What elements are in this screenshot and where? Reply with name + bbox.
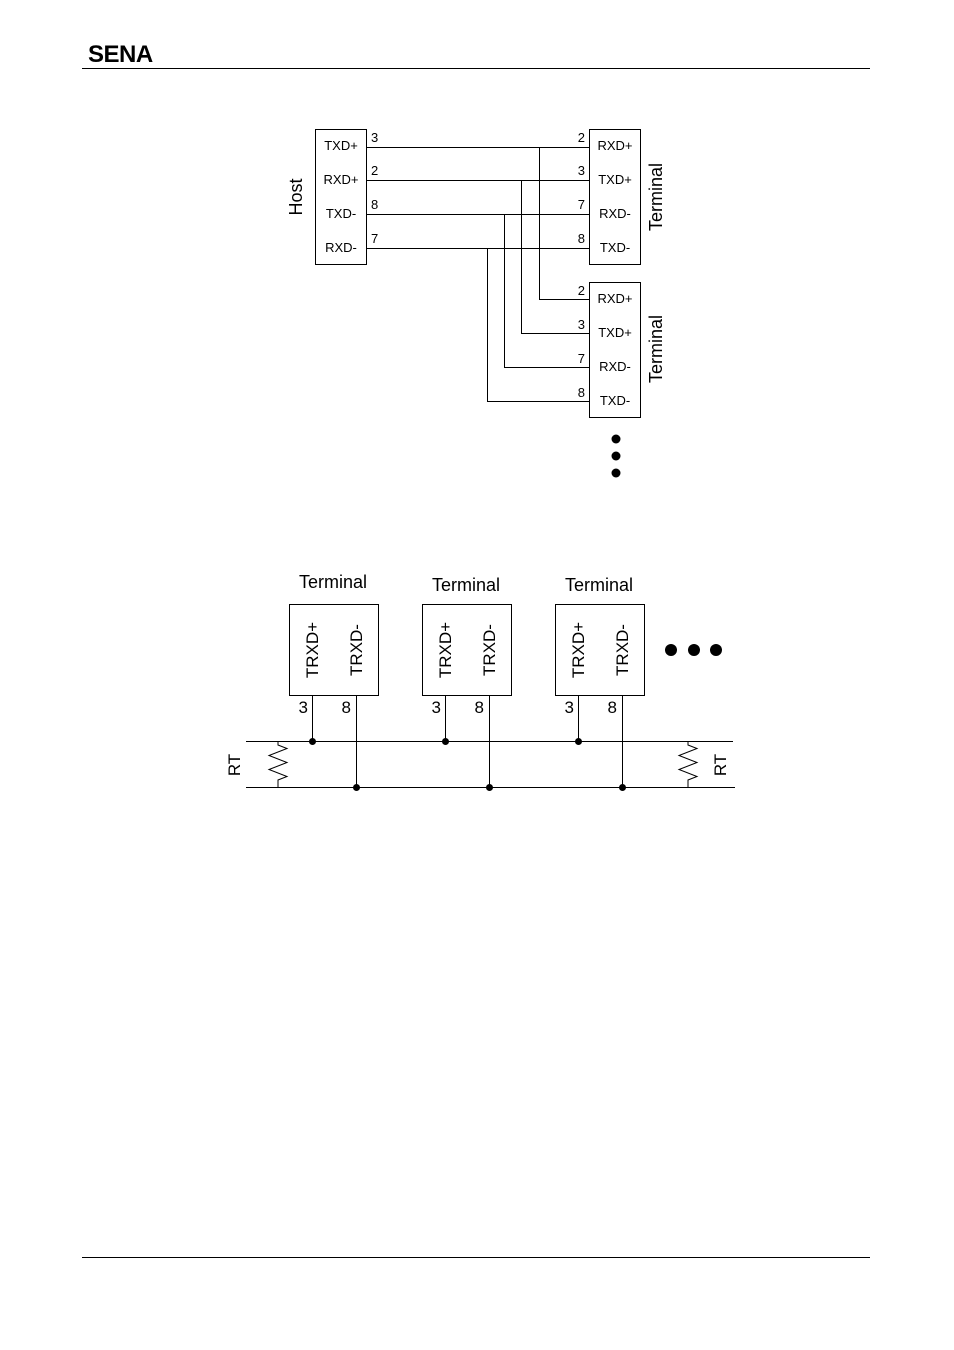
- bus-terminal-3-pin-1: 3: [565, 698, 574, 717]
- bus-terminal-1-signal-2: TRXD-: [347, 624, 366, 676]
- termination-resistor-left: [269, 741, 287, 787]
- bus-terminal-3-signal-2: TRXD-: [613, 624, 632, 676]
- bus-terminal-2-pin-1: 3: [432, 698, 441, 717]
- bus-terminal-1-pin-1: 3: [299, 698, 308, 717]
- bus-terminal-3-label: Terminal: [565, 575, 633, 595]
- bus-terminal-2-signal-2: TRXD-: [480, 624, 499, 676]
- termination-label-right: RT: [711, 754, 730, 776]
- bus-terminal-3-signal-1: TRXD+: [569, 622, 588, 678]
- termination-resistor-right: [679, 741, 697, 787]
- bus-terminal-3-pin-2: 8: [608, 698, 617, 717]
- termination-label-left: RT: [225, 754, 244, 776]
- bus-terminal-2-pin-2: 8: [475, 698, 484, 717]
- more-terminals-horizontal-dots: [665, 644, 722, 656]
- bus-terminal-2-label: Terminal: [432, 575, 500, 595]
- bus-terminal-1-label: Terminal: [299, 572, 367, 592]
- bus-terminal-1-signal-1: TRXD+: [303, 622, 322, 678]
- bus-terminal-2-signal-1: TRXD+: [436, 622, 455, 678]
- bus-terminal-1-pin-2: 8: [342, 698, 351, 717]
